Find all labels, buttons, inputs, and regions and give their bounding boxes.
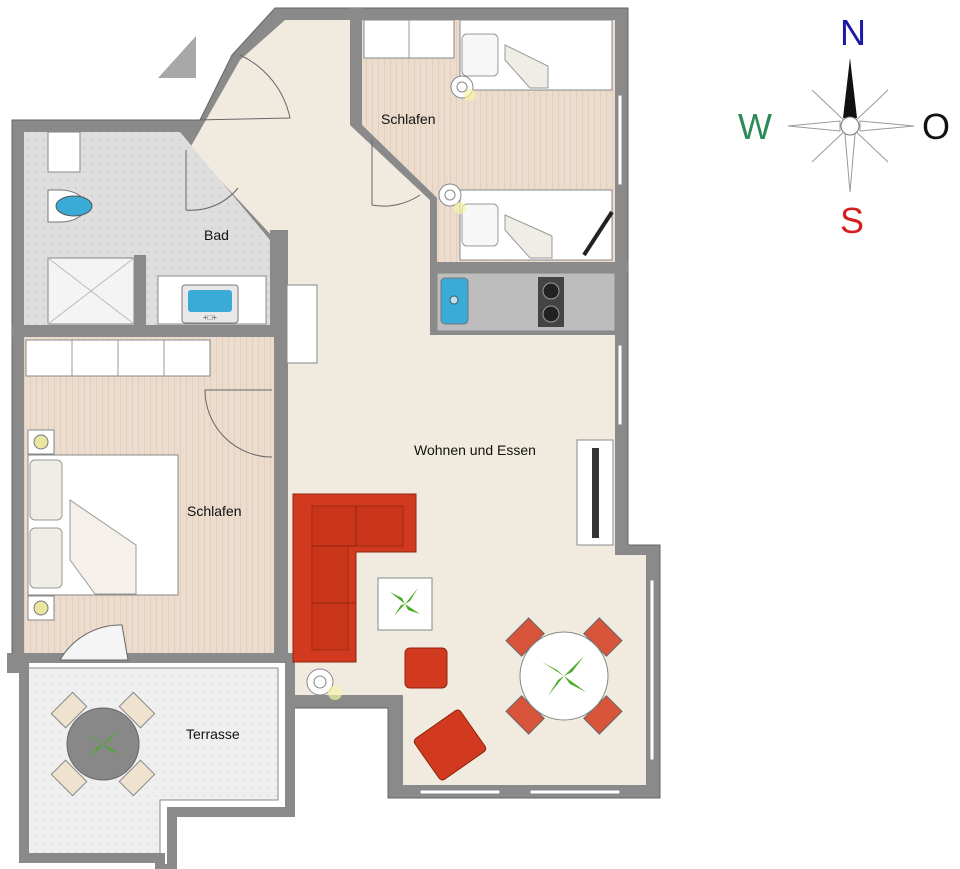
door-swing	[371, 140, 421, 207]
wardrobe	[363, 19, 455, 59]
interior-wall	[430, 262, 628, 272]
door-swing	[59, 624, 129, 661]
compass-south-label: S	[840, 200, 864, 241]
interior-wall	[274, 337, 288, 660]
plant-icon	[542, 656, 586, 696]
lamp-icon	[438, 183, 466, 214]
cabinet	[286, 284, 318, 364]
room-label-bedroom-west: Schlafen	[187, 503, 241, 519]
door-swing	[185, 150, 239, 211]
lamp-icon	[450, 75, 476, 101]
room-label-bedroom-north: Schlafen	[381, 111, 435, 127]
plant-icon	[86, 730, 120, 758]
interior-wall	[350, 8, 437, 262]
interior-wall	[12, 325, 288, 337]
door-swing	[195, 54, 291, 121]
wardrobe	[25, 339, 211, 377]
svg-text:+□+: +□+	[203, 313, 218, 322]
plant-icon	[390, 588, 420, 616]
entrance-arrow-icon	[158, 36, 196, 78]
bath-shelf	[47, 131, 81, 173]
room-label-living-dining: Wohnen und Essen	[414, 442, 536, 458]
compass-east-label: O	[922, 106, 950, 147]
compass-north-label: N	[840, 12, 866, 53]
bed	[27, 454, 179, 596]
sofa	[292, 493, 417, 663]
terrace-chair	[50, 691, 156, 797]
cooktop-burner	[542, 282, 560, 300]
compass-rose	[787, 58, 915, 193]
interior-wall	[270, 230, 288, 337]
lamp-icon	[306, 668, 342, 700]
ottoman	[404, 647, 448, 689]
room-label-bathroom: Bad	[204, 227, 229, 243]
door-swing	[204, 389, 273, 458]
cooktop-burner	[542, 305, 560, 323]
armchair	[413, 709, 487, 781]
bed	[459, 189, 614, 261]
kitchen-sink-drain	[449, 295, 459, 305]
bed	[459, 19, 613, 91]
compass-west-label: W	[738, 106, 772, 147]
room-label-terrace: Terrasse	[186, 726, 240, 742]
